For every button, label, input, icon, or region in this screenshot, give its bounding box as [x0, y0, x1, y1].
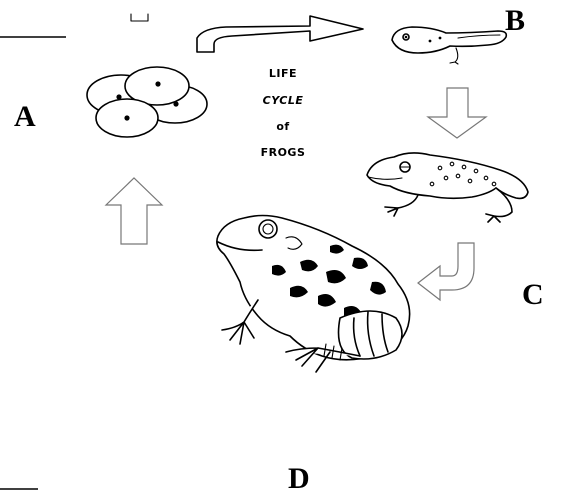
young-frog-icon [367, 153, 528, 222]
tadpole-icon [392, 27, 506, 64]
egg-nucleus [155, 81, 160, 86]
title-line-4: FROGS [261, 146, 306, 159]
egg-nucleus [173, 101, 178, 106]
froglet-body [367, 153, 528, 198]
froglet-front-leg [385, 195, 418, 216]
label-a: A [14, 100, 36, 133]
label-c: C [522, 278, 544, 311]
label-b: B [505, 4, 525, 37]
arrow-adult-to-eggs [106, 178, 162, 244]
title-line-1: LIFE [269, 67, 297, 80]
title-line-3: of [276, 120, 289, 133]
arrow-tadpole-to-froglet [428, 88, 486, 138]
tadpole-eye-pupil [405, 36, 408, 39]
adult-frog-eye [259, 220, 277, 238]
tadpole-spot [429, 40, 432, 43]
tadpole-body [392, 27, 506, 53]
title-line-2: CYCLE [263, 94, 304, 107]
arrow-eggs-to-tadpole [197, 16, 363, 52]
adult-frog-thigh [339, 311, 403, 359]
egg-nucleus [124, 115, 129, 120]
tadpole-hind-leg [450, 48, 458, 64]
arrow-froglet-to-adult [418, 243, 474, 300]
adult-frog-icon [217, 216, 410, 373]
egg-cluster-icon [87, 67, 207, 137]
diagram-title: LIFE CYCLE of FROGS [261, 67, 306, 159]
tadpole-spot [439, 37, 442, 40]
small-bracket-mark [131, 14, 148, 21]
label-d: D [288, 462, 310, 493]
egg-nucleus [116, 94, 121, 99]
adult-frog-front-leg [222, 300, 258, 344]
